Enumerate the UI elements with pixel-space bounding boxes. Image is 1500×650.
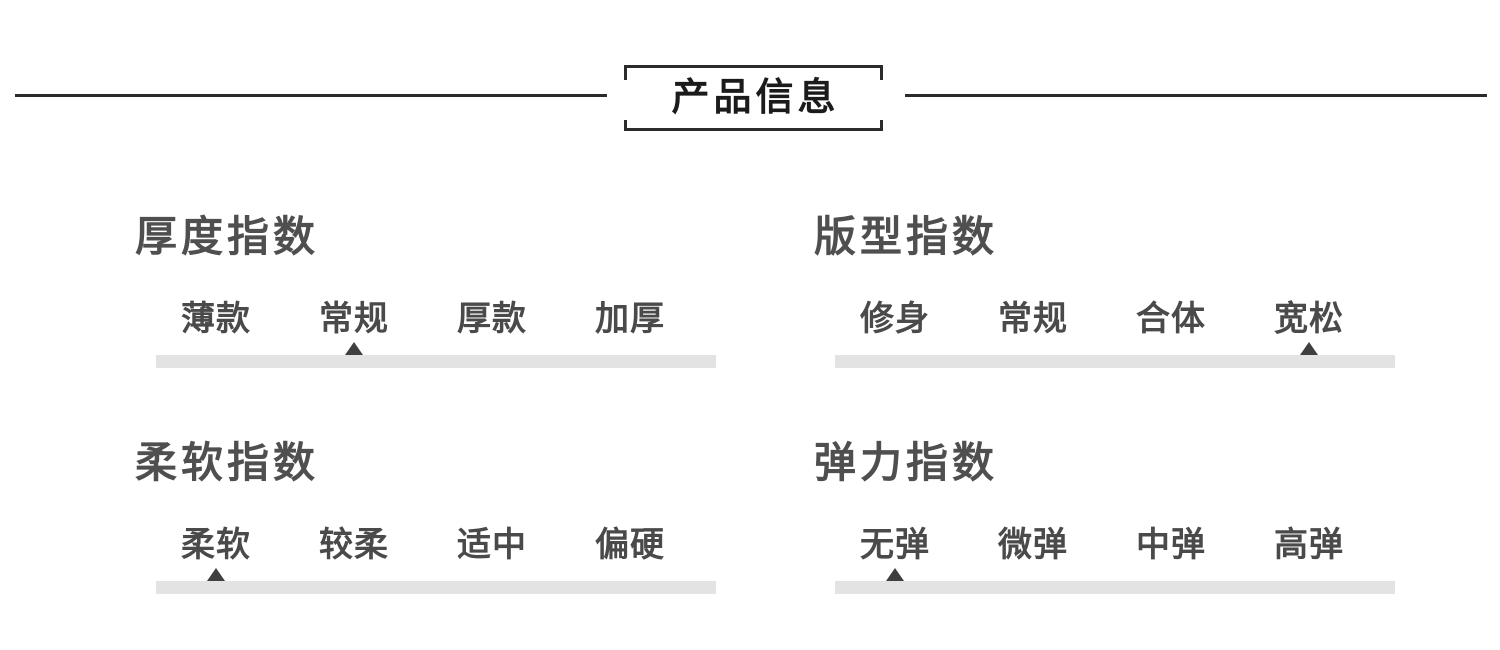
index-title-fit: 版型指数 (814, 213, 999, 260)
index-title-elasticity: 弹力指数 (814, 439, 999, 486)
triangle-up-icon (886, 568, 904, 581)
index-option: 厚款 (457, 300, 527, 338)
index-option-row: 修身 常规 合体 宽松 (835, 302, 1395, 336)
index-track (156, 568, 716, 594)
index-option-row: 无弹 微弹 中弹 高弹 (835, 528, 1395, 562)
index-option: 薄款 (181, 300, 251, 338)
divider-line-right (905, 94, 1487, 97)
index-option: 合体 (1136, 300, 1206, 338)
index-title-softness: 柔软指数 (135, 439, 320, 486)
index-option-row: 柔软 较柔 适中 偏硬 (156, 528, 716, 562)
index-option: 常规 (319, 300, 389, 338)
index-option: 宽松 (1274, 300, 1344, 338)
index-option: 中弹 (1136, 526, 1206, 564)
product-info-title: 产品信息 (671, 77, 840, 119)
index-option: 偏硬 (595, 526, 665, 564)
index-option: 常规 (998, 300, 1068, 338)
index-option: 较柔 (319, 526, 389, 564)
index-option: 修身 (860, 300, 930, 338)
index-option: 柔软 (181, 526, 251, 564)
index-block-thickness: 厚度指数 薄款 常规 厚款 加厚 (135, 216, 716, 376)
index-option: 高弹 (1274, 526, 1344, 564)
index-option: 适中 (457, 526, 527, 564)
index-title-thickness: 厚度指数 (135, 213, 320, 260)
triangle-up-icon (207, 568, 225, 581)
index-option: 微弹 (998, 526, 1068, 564)
index-track (835, 342, 1395, 368)
index-option: 加厚 (595, 300, 665, 338)
index-block-elasticity: 弹力指数 无弹 微弹 中弹 高弹 (814, 442, 1395, 602)
index-track (835, 568, 1395, 594)
index-track (156, 342, 716, 368)
triangle-up-icon (345, 342, 363, 355)
index-option: 无弹 (860, 526, 930, 564)
index-block-softness: 柔软指数 柔软 较柔 适中 偏硬 (135, 442, 716, 602)
product-info-title-box: 产品信息 (622, 65, 885, 131)
divider-line-left (15, 94, 607, 97)
index-option-row: 薄款 常规 厚款 加厚 (156, 302, 716, 336)
index-block-fit: 版型指数 修身 常规 合体 宽松 (814, 216, 1395, 376)
triangle-up-icon (1300, 342, 1318, 355)
